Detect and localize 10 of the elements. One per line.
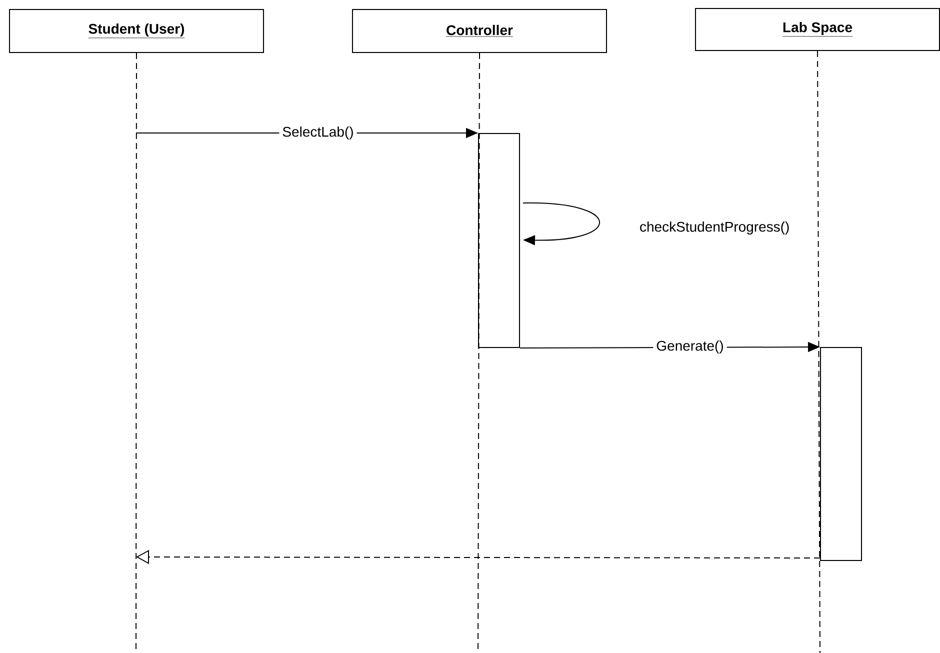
lifeline [817, 50, 820, 653]
self-call-arrow [522, 202, 600, 246]
activation-bar [820, 347, 862, 561]
lifeline-header: Controller [352, 9, 607, 53]
edge-label: Generate() [653, 337, 727, 357]
lifeline-header: Student (User) [9, 9, 264, 53]
activation-bar [478, 133, 520, 348]
edge-label: SelectLab() [279, 123, 357, 143]
lifeline-header: Lab Space [695, 8, 940, 51]
edge-label: checkStudentProgress() [636, 218, 793, 238]
